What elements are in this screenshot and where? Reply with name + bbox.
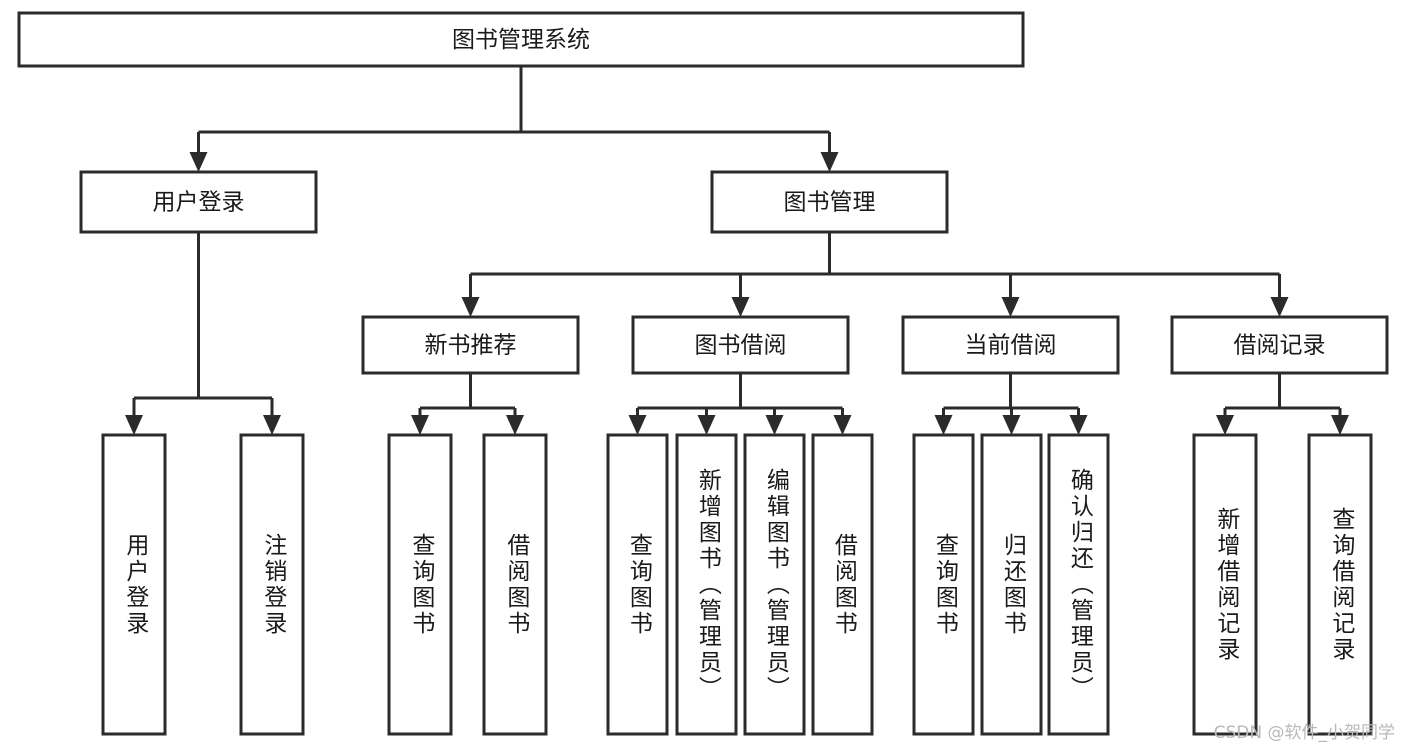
node-box[interactable] — [710, 170, 949, 234]
node-box[interactable] — [980, 433, 1043, 736]
watermark-text: CSDN @软件_小贺同学 — [1213, 723, 1395, 743]
arrow-head-icon — [125, 415, 143, 435]
arrow-head-icon — [934, 415, 953, 435]
node-leaf_4[interactable] — [606, 433, 669, 736]
node-label: 图书管理 — [784, 190, 876, 216]
arrow-head-icon — [697, 415, 716, 435]
arrow-head-icon — [1002, 415, 1021, 435]
arrow-head-icon — [765, 415, 784, 435]
node-box[interactable] — [811, 433, 874, 736]
node-leaf_12[interactable] — [1307, 433, 1373, 736]
node-box[interactable] — [1307, 433, 1373, 736]
arrow-head-icon — [461, 297, 480, 317]
node-box[interactable] — [239, 433, 305, 736]
arrow-head-icon — [731, 297, 750, 317]
node-box[interactable] — [606, 433, 669, 736]
arrow-head-icon — [1069, 415, 1088, 435]
arrow-head-icon — [833, 415, 852, 435]
node-leaf_5[interactable] — [675, 433, 738, 736]
node-box[interactable] — [901, 315, 1120, 375]
node-leaf_7[interactable] — [811, 433, 874, 736]
node-box[interactable] — [101, 433, 167, 736]
node-leaf_9[interactable] — [980, 433, 1043, 736]
arrow-head-icon — [1001, 297, 1020, 317]
node-leaf_6[interactable] — [743, 433, 806, 736]
arrow-head-icon — [411, 415, 429, 435]
node-root[interactable]: 图书管理系统 — [17, 11, 1025, 68]
node-l3_1[interactable]: 图书借阅 — [631, 315, 850, 375]
node-leaf_2[interactable] — [387, 433, 453, 736]
node-box[interactable] — [17, 11, 1025, 68]
node-label: 图书管理系统 — [452, 27, 590, 53]
node-box[interactable] — [361, 315, 580, 375]
node-label: 图书借阅 — [695, 333, 787, 359]
node-box[interactable] — [482, 433, 548, 736]
node-label: 新书推荐 — [425, 333, 517, 359]
edges-layer — [125, 66, 1349, 435]
node-l3_2[interactable]: 当前借阅 — [901, 315, 1120, 375]
node-l2_0[interactable]: 用户登录 — [79, 170, 318, 234]
arrow-head-icon — [1216, 415, 1234, 435]
node-box[interactable] — [675, 433, 738, 736]
node-box[interactable] — [1192, 433, 1258, 736]
node-box[interactable] — [387, 433, 453, 736]
node-box[interactable] — [1170, 315, 1389, 375]
node-l2_1[interactable]: 图书管理 — [710, 170, 949, 234]
node-leaf_10[interactable] — [1047, 433, 1110, 736]
arrow-head-icon — [820, 152, 839, 172]
node-leaf_8[interactable] — [912, 433, 975, 736]
node-box[interactable] — [631, 315, 850, 375]
node-leaf_11[interactable] — [1192, 433, 1258, 736]
arrow-head-icon — [263, 415, 281, 435]
arrow-head-icon — [506, 415, 524, 435]
arrow-head-icon — [1270, 297, 1289, 317]
node-l3_0[interactable]: 新书推荐 — [361, 315, 580, 375]
node-leaf_0[interactable] — [101, 433, 167, 736]
arrow-head-icon — [628, 415, 647, 435]
node-label: 用户登录 — [153, 190, 245, 216]
arrow-head-icon — [1331, 415, 1349, 435]
node-label: 当前借阅 — [965, 333, 1057, 359]
node-leaf_3[interactable] — [482, 433, 548, 736]
node-box[interactable] — [743, 433, 806, 736]
node-box[interactable] — [1047, 433, 1110, 736]
node-l3_3[interactable]: 借阅记录 — [1170, 315, 1389, 375]
node-box[interactable] — [79, 170, 318, 234]
arrow-head-icon — [189, 152, 208, 172]
node-leaf_1[interactable] — [239, 433, 305, 736]
node-label: 借阅记录 — [1234, 333, 1326, 359]
node-box[interactable] — [912, 433, 975, 736]
